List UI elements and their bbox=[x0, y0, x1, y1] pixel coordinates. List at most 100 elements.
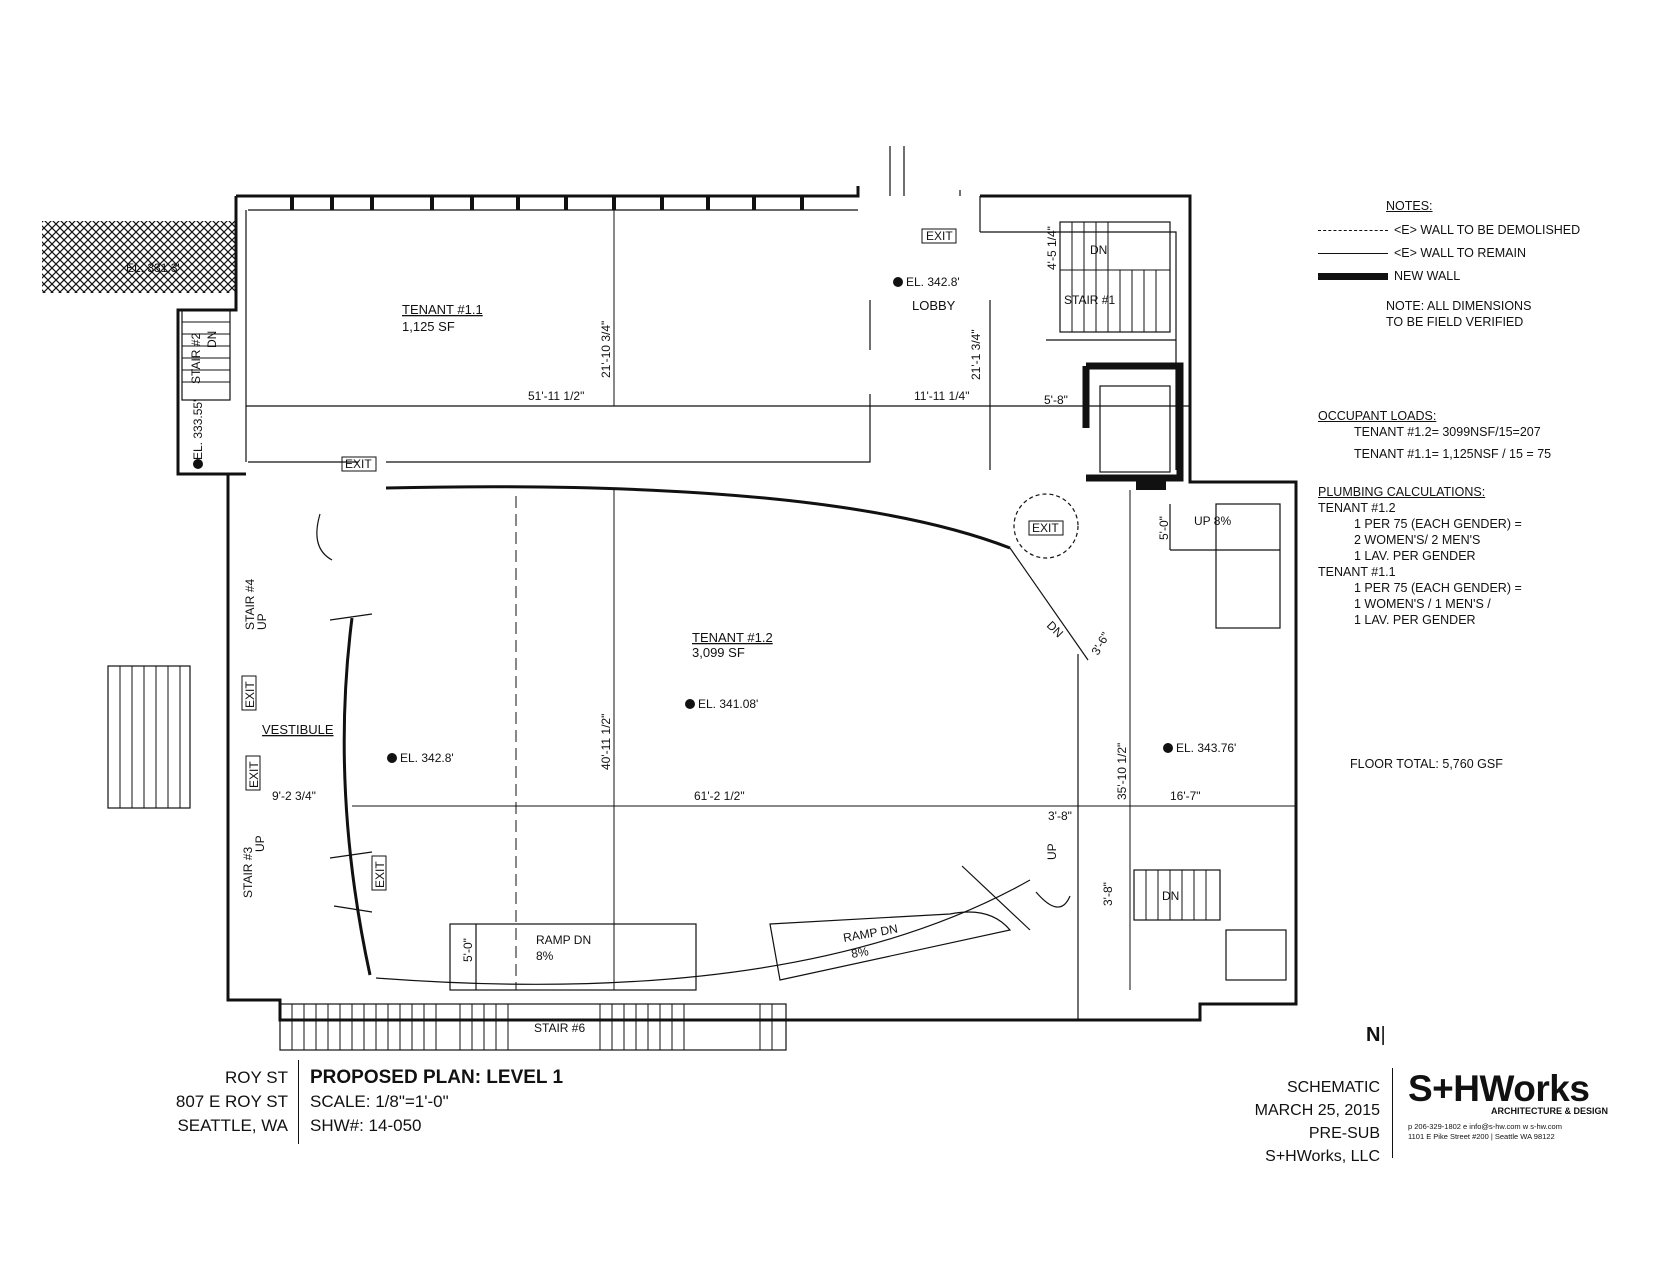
sheet-title: PROPOSED PLAN: LEVEL 1 bbox=[310, 1067, 564, 1088]
legend-remain-text: <E> WALL TO REMAIN bbox=[1394, 246, 1526, 260]
elevation-tenant12: EL. 341.08' bbox=[698, 697, 758, 711]
svg-text:EXIT: EXIT bbox=[373, 861, 387, 888]
stair4-up: UP bbox=[255, 613, 269, 630]
note-line1: NOTE: ALL DIMENSIONS bbox=[1386, 299, 1532, 313]
svg-text:EXIT: EXIT bbox=[926, 229, 953, 243]
stair2-dn: DN bbox=[205, 331, 219, 348]
issue-firm: S+HWorks, LLC bbox=[1265, 1148, 1380, 1165]
dimension-lines bbox=[246, 210, 1296, 990]
elevation-lobby: EL. 342.8' bbox=[906, 275, 960, 289]
room-stair1: STAIR #1 bbox=[1064, 293, 1115, 307]
elevation-hatched: EL. 331.3' bbox=[126, 261, 180, 275]
note-line2: TO BE FIELD VERIFIED bbox=[1386, 315, 1524, 329]
title-block-sheet: PROPOSED PLAN: LEVEL 1 SCALE: 1/8"=1'-0"… bbox=[310, 1066, 710, 1138]
ramp1-label: RAMP DN bbox=[536, 933, 591, 947]
exit-circle bbox=[1013, 493, 1079, 559]
room-stair6: STAIR #6 bbox=[534, 1021, 585, 1035]
title-block-issue: SCHEMATIC MARCH 25, 2015 PRE-SUB S+HWork… bbox=[1200, 1076, 1380, 1168]
notes-panel: NOTES: <E> WALL TO BE DEMOLISHED <E> WAL… bbox=[1318, 198, 1618, 772]
sheet-scale: SCALE: 1/8"=1'-0" bbox=[310, 1092, 449, 1111]
logo-tagline: ARCHITECTURE & DESIGN bbox=[1490, 1106, 1608, 1116]
occupant-heading: OCCUPANT LOADS: bbox=[1318, 409, 1437, 423]
legend-demolish-text: <E> WALL TO BE DEMOLISHED bbox=[1394, 223, 1581, 237]
svg-text:EXIT: EXIT bbox=[243, 681, 257, 708]
issue-status: PRE-SUB bbox=[1308, 1125, 1380, 1142]
room-tenant12-name: TENANT #1.2 bbox=[692, 630, 773, 645]
elevation-markers bbox=[193, 277, 1173, 763]
project-address: 807 E ROY ST bbox=[175, 1092, 288, 1111]
hatched-area bbox=[42, 221, 236, 293]
plumbing-t11-line-2: 1 WOMEN'S / 1 MEN'S / bbox=[1354, 597, 1491, 611]
door-swings bbox=[316, 513, 1071, 913]
dim-d3: 11'-11 1/4" bbox=[914, 389, 969, 403]
logo-mark: S+HWorks bbox=[1408, 1068, 1590, 1109]
plumbing-t11-line-3: 1 LAV. PER GENDER bbox=[1354, 613, 1476, 627]
stair8-dn: DN bbox=[1162, 889, 1179, 903]
legend-dashed-line bbox=[1318, 229, 1388, 231]
notes-heading: NOTES: bbox=[1386, 199, 1433, 213]
elevation-stair2: EL. 333.55' bbox=[191, 400, 205, 460]
elevation-east: EL. 343.76' bbox=[1176, 741, 1236, 755]
room-tenant12-area: 3,099 SF bbox=[692, 645, 745, 660]
svg-text:EXIT: EXIT bbox=[247, 761, 261, 788]
north-label: N bbox=[1366, 1024, 1381, 1046]
window-marks bbox=[290, 196, 804, 210]
dim-d9: 40'-11 1/2" bbox=[599, 714, 613, 770]
exterior-walls bbox=[176, 146, 1298, 1022]
occupant-line-1: TENANT #1.2= 3099NSF/15=207 bbox=[1354, 425, 1541, 439]
room-tenant11-name: TENANT #1.1 bbox=[402, 302, 483, 317]
dim-d7: 5'-0" bbox=[1157, 516, 1171, 540]
dim-d8: 3'-6" bbox=[1088, 630, 1112, 658]
dim-d12: 35'-10 1/2" bbox=[1115, 743, 1129, 800]
plumbing-t12-line-3: 1 LAV. PER GENDER bbox=[1354, 549, 1476, 563]
dim-d5: 4'-5 1/4" bbox=[1045, 226, 1059, 270]
plumbing-t12-line-2: 2 WOMEN'S/ 2 MEN'S bbox=[1354, 533, 1481, 547]
ramp2-slope: 8% bbox=[850, 944, 870, 961]
svg-text:EXIT: EXIT bbox=[345, 457, 372, 471]
room-stair2: STAIR #2 bbox=[189, 333, 203, 384]
room-stair3: STAIR #3 bbox=[241, 847, 255, 898]
legend-remain: <E> WALL TO REMAIN bbox=[1318, 245, 1618, 261]
sheet-job: SHW#: 14-050 bbox=[310, 1116, 422, 1135]
dim-d14: 3'-8" bbox=[1048, 809, 1072, 823]
tenant12-walls bbox=[342, 485, 1089, 1020]
legend-new-text: NEW WALL bbox=[1394, 269, 1461, 283]
plumbing-t11-line-1: 1 PER 75 (EACH GENDER) = bbox=[1354, 581, 1522, 595]
ramp-up-label: UP 8% bbox=[1194, 514, 1231, 528]
dim-d11: 9'-2 3/4" bbox=[272, 789, 316, 803]
ramps bbox=[449, 911, 1012, 991]
plumbing-t12-line-1: 1 PER 75 (EACH GENDER) = bbox=[1354, 517, 1522, 531]
plumbing-t11: TENANT #1.1 bbox=[1318, 565, 1396, 579]
logo-contact-1: p 206-329-1802 e info@s-hw.com w s-hw.co… bbox=[1408, 1122, 1562, 1131]
legend-thin-line bbox=[1318, 252, 1388, 254]
stair3-up: UP bbox=[253, 835, 267, 852]
floor-total: FLOOR TOTAL: 5,760 GSF bbox=[1350, 757, 1503, 771]
project-city: SEATTLE, WA bbox=[177, 1116, 288, 1135]
new-walls bbox=[1082, 362, 1184, 490]
north-arrow: N| bbox=[1366, 1024, 1386, 1046]
occupant-line-2: TENANT #1.1= 1,125NSF / 15 = 75 bbox=[1354, 447, 1552, 461]
dim-d10: 61'-2 1/2" bbox=[694, 789, 745, 803]
ramp2-label: RAMP DN bbox=[842, 922, 899, 945]
project-name: ROY ST bbox=[225, 1068, 288, 1087]
stair5-dn: DN bbox=[1044, 618, 1066, 640]
dim-d1: 51'-11 1/2" bbox=[528, 389, 584, 403]
room-vestibule: VESTIBULE bbox=[262, 722, 334, 737]
room-lobby: LOBBY bbox=[912, 298, 956, 313]
room-tenant11-area: 1,125 SF bbox=[402, 319, 455, 334]
dim-d15: 3'-8" bbox=[1101, 882, 1115, 906]
plumbing-t12: TENANT #1.2 bbox=[1318, 501, 1396, 515]
dim-d4: 21'-1 3/4" bbox=[969, 329, 983, 380]
title-divider-left bbox=[298, 1060, 299, 1144]
dim-d16: 5'-0" bbox=[461, 938, 475, 962]
svg-text:EXIT: EXIT bbox=[1032, 521, 1059, 535]
logo-contact-2: 1101 E Pike Street #200 | Seattle WA 981… bbox=[1408, 1132, 1555, 1141]
title-block-project: ROY ST 807 E ROY ST SEATTLE, WA bbox=[150, 1066, 288, 1138]
stair7-up: UP bbox=[1045, 843, 1059, 860]
exit-signs: EXIT EXIT EXIT EXIT EXIT EXIT bbox=[241, 228, 1064, 891]
legend-demolish: <E> WALL TO BE DEMOLISHED bbox=[1318, 222, 1618, 238]
plumbing-heading: PLUMBING CALCULATIONS: bbox=[1318, 485, 1486, 499]
dim-d6: 5'-8" bbox=[1044, 393, 1068, 407]
legend-new: NEW WALL bbox=[1318, 268, 1618, 284]
ramp1-slope: 8% bbox=[536, 949, 554, 963]
